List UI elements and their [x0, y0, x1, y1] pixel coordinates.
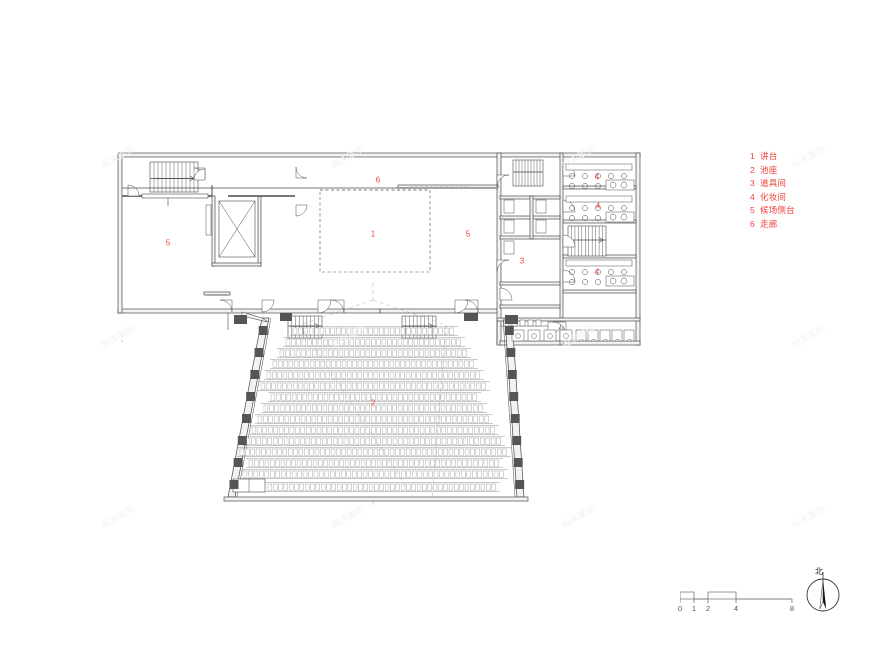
scale-bar: [680, 591, 793, 603]
north-label: 北: [815, 567, 823, 576]
scale-tick-label: 4: [733, 604, 739, 613]
legend-item: 5 候场侧台: [750, 204, 795, 218]
legend-label: 池座: [760, 164, 778, 175]
auditorium-seating: [232, 326, 511, 493]
legend-item: 6 走廊: [750, 218, 795, 232]
scale-tick-label: 2: [705, 604, 711, 613]
legend-number: 5: [750, 205, 755, 216]
partition-layer: [122, 159, 607, 498]
fixtures-layer: [503, 163, 635, 342]
legend-label: 走廊: [760, 218, 778, 229]
scale-tick-label: 0: [677, 604, 683, 613]
legend-number: 3: [750, 178, 755, 189]
scale-tick-label: 1: [691, 604, 697, 613]
north-arrow: [806, 572, 840, 612]
legend-item: 3 道具间: [750, 177, 795, 191]
scale-tick-label: 8: [789, 604, 795, 613]
legend-label: 道具间: [760, 178, 787, 189]
legend-item: 2 池座: [750, 164, 795, 178]
legend-label: 化妆间: [760, 191, 787, 202]
legend-number: 2: [750, 164, 755, 175]
legend-label: 讲台: [760, 151, 778, 161]
legend-number: 4: [750, 191, 755, 202]
legend-number: 1: [750, 151, 755, 161]
column-layer: [229, 313, 525, 489]
stage-outline: [319, 189, 431, 273]
sightline-layer: [299, 283, 447, 505]
legend-item: 1 讲台: [750, 150, 795, 164]
legend-number: 6: [750, 218, 755, 229]
legend-item: 4 化妆间: [750, 191, 795, 205]
legend-label: 候场侧台: [760, 205, 795, 216]
legend: 1 讲台 2 池座 3 道具间 4 化妆间 5 候场侧台 6 走廊: [750, 150, 795, 232]
wall-layer: [117, 152, 641, 502]
